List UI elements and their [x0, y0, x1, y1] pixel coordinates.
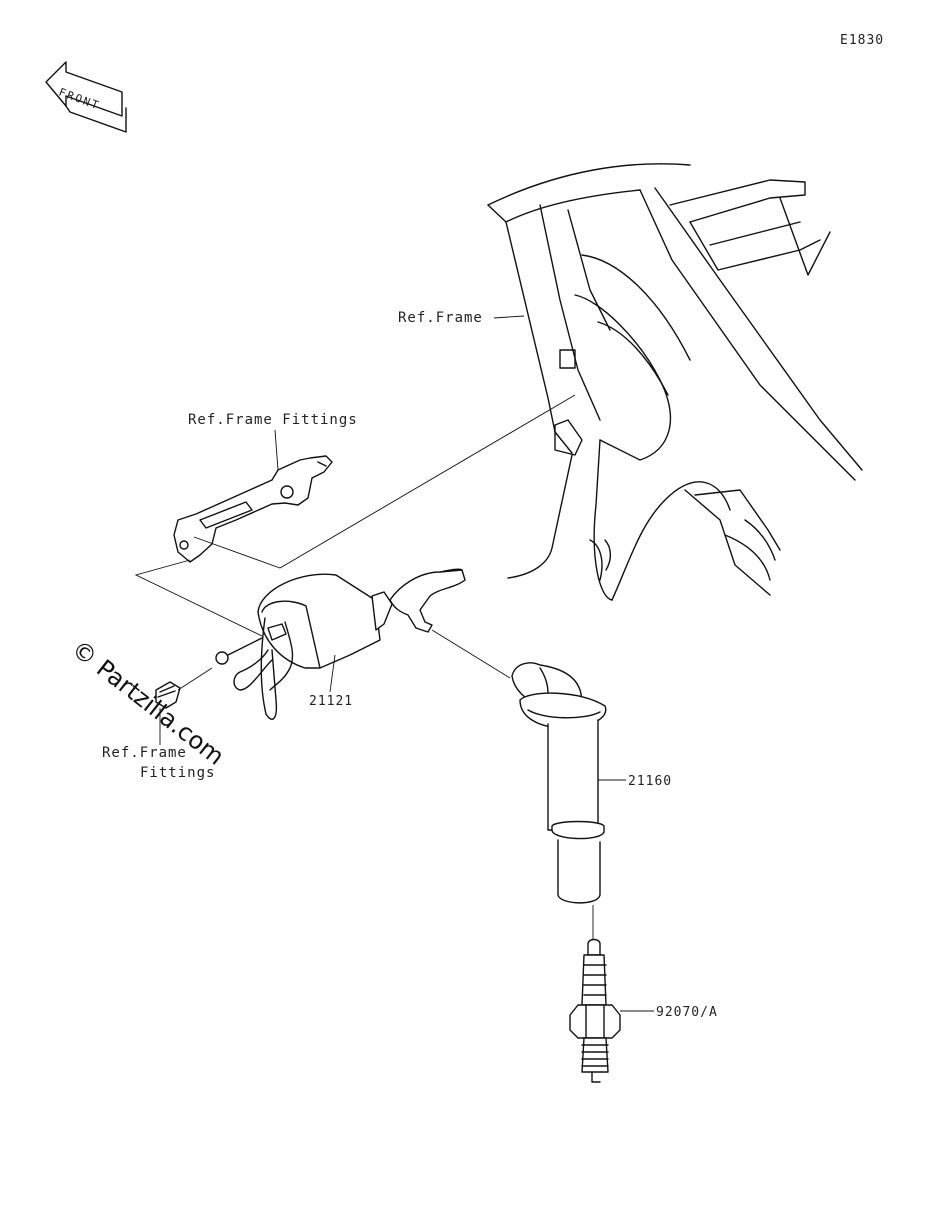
- label-part-21121: 21121: [309, 694, 353, 709]
- frame-drawing: [487, 163, 863, 601]
- diagram-code: E1830: [840, 33, 884, 48]
- frame-bracket: [173, 455, 333, 563]
- label-ref-frame-fittings-bottom-2: Fittings: [140, 765, 215, 781]
- ignition-coil: [215, 568, 466, 720]
- spark-plug: [569, 938, 621, 1083]
- leader-ref-frame: [493, 315, 525, 319]
- label-ref-frame-fittings-top: Ref.Frame Fittings: [188, 412, 358, 428]
- fitting-bolt: [155, 681, 181, 709]
- leader-ref-frame-fittings-top: [274, 429, 279, 471]
- mount-line-upper: [193, 394, 576, 569]
- label-part-21160: 21160: [628, 774, 672, 789]
- label-ref-frame-fittings-bottom-1: Ref.Frame: [102, 745, 187, 761]
- label-ref-frame: Ref.Frame: [398, 310, 483, 326]
- plug-cap: [511, 662, 607, 904]
- lead-wire-line: [431, 629, 511, 679]
- mount-line-lower: [134, 559, 263, 637]
- leader-part-21121: [329, 654, 336, 693]
- front-arrow-icon: FRONT: [45, 61, 127, 133]
- label-part-92070a: 92070/A: [656, 1005, 718, 1020]
- bolt-line: [177, 667, 213, 691]
